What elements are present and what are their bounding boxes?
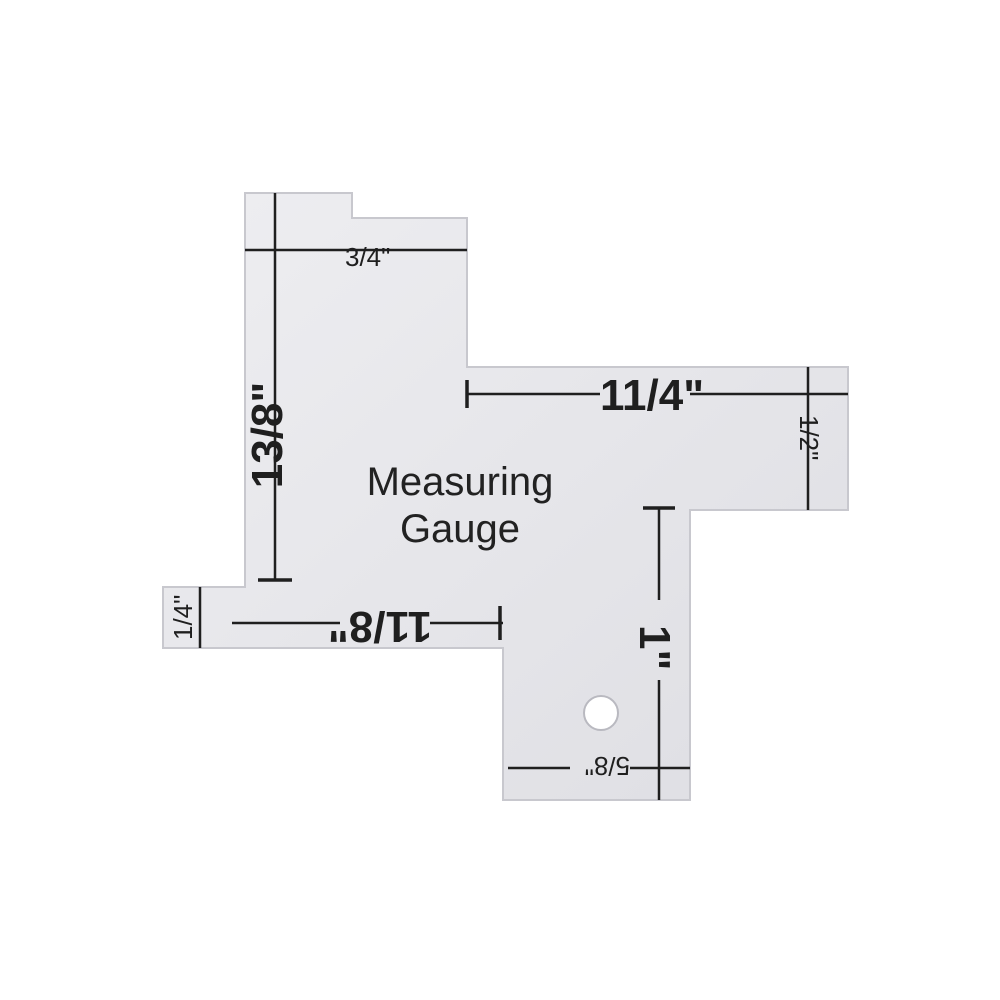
label-one-and-one-eighth: 11/8" [328,602,432,651]
product-name-line1: Measuring [367,460,554,504]
label-one-and-quarter: 11/4" [600,371,704,420]
product-name-line2: Gauge [400,507,520,551]
label-one-and-three-eighths: 13/8" [243,382,292,489]
label-five-eighths: 5/8" [585,751,630,781]
plate-outline [162,192,849,801]
hanging-hole [583,695,619,731]
label-quarter: 1/4" [168,595,198,640]
label-three-quarter: 3/4" [345,242,390,272]
label-one-half: 1/2" [794,415,824,460]
label-one: 1" [630,625,679,670]
